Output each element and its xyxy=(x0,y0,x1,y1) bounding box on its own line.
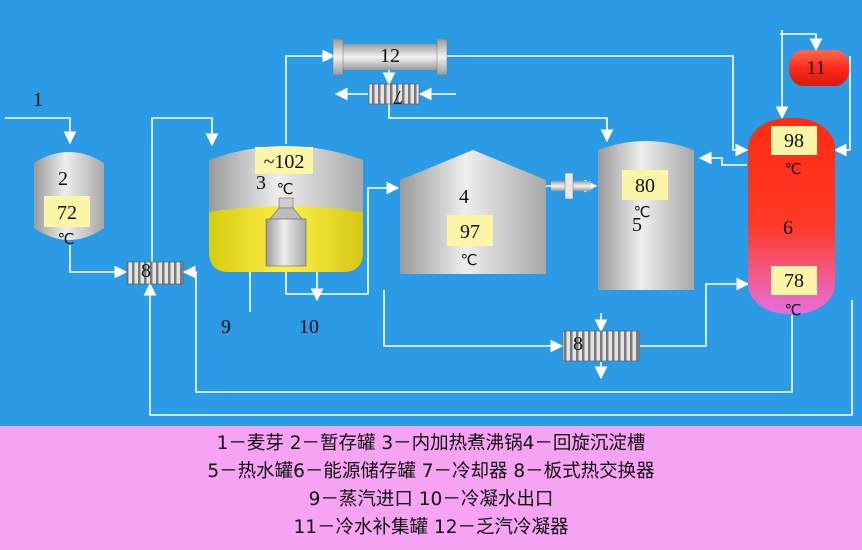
label-12: 12 xyxy=(380,45,400,67)
plate-heat-exchanger-8-bottom xyxy=(562,330,640,362)
energy-storage-tank-6 xyxy=(748,118,835,314)
label-3: 3 xyxy=(256,172,266,194)
unit-tank2: ℃ xyxy=(58,230,75,248)
internal-heater xyxy=(265,197,307,267)
legend-line-1: 1－麦芽 2－暂存罐 3－内加热煮沸锅4－回旋沉淀槽 xyxy=(216,433,646,454)
connecting-valve xyxy=(551,172,591,200)
label-11: 11 xyxy=(806,57,825,79)
label-4: 4 xyxy=(459,186,469,208)
unit-tank6-top: ℃ xyxy=(785,160,802,178)
pipe-tank2-to-hx8 xyxy=(69,245,128,279)
temp-box-tank6-bottom xyxy=(771,266,817,295)
plate-heat-exchanger-8-left xyxy=(126,261,184,285)
brewhouse-flow-diagram: 72 ~102 97 80 98 78 ℃ ℃ ℃ ℃ ℃ ℃ 1 2 3 4 … xyxy=(0,0,862,426)
temp-box-kettle3 xyxy=(255,147,313,174)
label-6: 6 xyxy=(783,217,793,239)
label-8-bottom: 8 xyxy=(573,333,583,355)
temp-box-tank5 xyxy=(622,170,668,200)
temp-box-tank2 xyxy=(44,196,90,227)
pipe-hx8b-to-tank6 xyxy=(640,277,750,347)
unit-kettle3: ℃ xyxy=(277,180,294,198)
temp-tank4: 97 xyxy=(460,221,480,243)
pipe-tank6-return-loop xyxy=(182,265,793,393)
whirlpool-tank-4 xyxy=(400,150,546,274)
legend-line-4: 11－冷水补集罐 12－乏汽冷凝器 xyxy=(293,517,569,538)
temp-box-tank4 xyxy=(447,215,493,246)
cooler-7 xyxy=(368,83,420,105)
legend-line-2: 5－热水罐6－能源储存罐 7－冷却器 8－板式热交换器 xyxy=(207,461,655,482)
pipe-condenser-outlet xyxy=(444,55,749,157)
pipe-bottom-return xyxy=(143,282,853,416)
legend-line-3: 9－蒸汽进口 10－冷凝水出口 xyxy=(308,489,554,510)
pipe-tank6-right xyxy=(833,56,851,157)
label-8-left: 8 xyxy=(141,260,151,282)
label-1: 1 xyxy=(33,89,43,111)
boiling-kettle-3 xyxy=(209,146,363,272)
pipe-tank4-bottom-to-hx8 xyxy=(383,290,564,353)
pipe-kettle-to-tank4 xyxy=(285,181,400,295)
component-legend: 1－麦芽 2－暂存罐 3－内加热煮沸锅4－回旋沉淀槽 5－热水罐6－能源储存罐 … xyxy=(0,430,862,550)
temp-tank6-top: 98 xyxy=(784,130,804,152)
temp-tank6-bottom: 78 xyxy=(784,270,804,292)
temp-kettle3: ~102 xyxy=(264,151,305,173)
pipe-vent-to-condenser xyxy=(285,49,336,144)
unit-tank5: ℃ xyxy=(634,203,651,221)
unit-tank4: ℃ xyxy=(461,251,478,269)
temp-tank5: 80 xyxy=(635,175,655,197)
cold-water-tank-11 xyxy=(789,50,849,86)
label-5: 5 xyxy=(632,214,642,236)
exhaust-condenser-12 xyxy=(332,38,448,76)
pipe-hx8-to-kettle xyxy=(151,117,219,262)
temp-tank2: 72 xyxy=(57,202,77,224)
pipe-malt-inlet xyxy=(5,117,77,145)
pipe-cold-water-to-condenser xyxy=(780,33,823,52)
label-10: 10 xyxy=(299,316,319,338)
label-9: 9 xyxy=(221,316,231,338)
label-7: 7 xyxy=(393,86,403,108)
pipe-cooler7-to-tank5 xyxy=(388,104,614,143)
temp-box-tank6-top xyxy=(771,126,817,155)
unit-tank6-bottom: ℃ xyxy=(785,301,802,319)
label-2: 2 xyxy=(58,168,68,190)
pipe-tank6-to-tank5 xyxy=(698,151,747,166)
